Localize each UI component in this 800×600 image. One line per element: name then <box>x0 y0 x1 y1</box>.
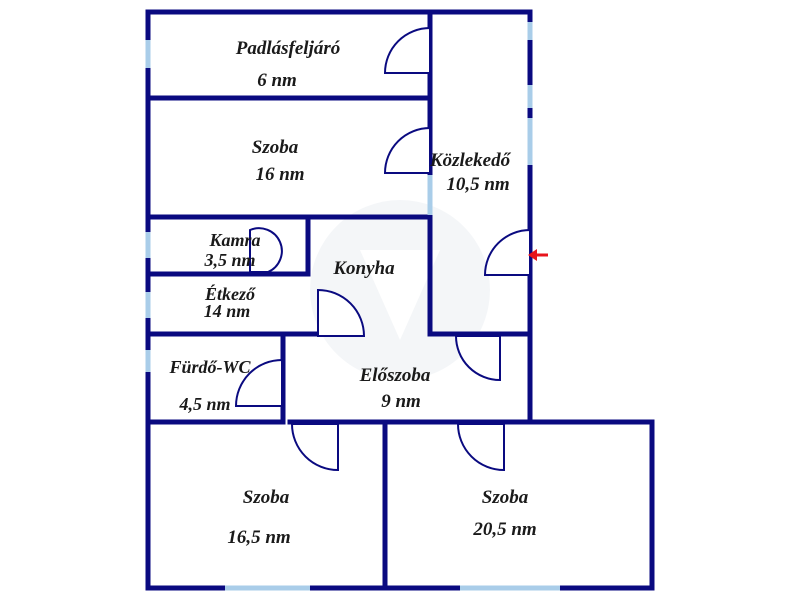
room-labels: Padlásfeljáró 6 nm Szoba 16 nm Közlekedő… <box>168 38 536 548</box>
doors <box>234 26 531 472</box>
door-konyha <box>317 288 366 337</box>
room-area: 6 nm <box>257 70 297 91</box>
room-name: Étkező <box>204 283 256 304</box>
door-padlas <box>383 26 431 74</box>
room-area: 3,5 nm <box>203 250 255 270</box>
room-name: Kamra <box>208 230 260 250</box>
room-area: 10,5 nm <box>446 174 509 195</box>
door-szoba-top <box>383 126 431 174</box>
room-name: Fürdő-WC <box>168 357 251 377</box>
room-area: 16 nm <box>255 164 304 185</box>
room-name: Előszoba <box>359 365 431 386</box>
room-area: 9 nm <box>381 391 421 412</box>
walls <box>145 9 655 591</box>
windows <box>145 22 560 591</box>
door-szoba-left <box>290 423 339 472</box>
door-szoba-right <box>456 423 505 472</box>
room-name: Konyha <box>332 258 395 279</box>
room-area: 4,5 nm <box>178 394 230 414</box>
door-furdo <box>234 358 283 407</box>
door-kozlekedo <box>454 335 501 382</box>
room-area: 16,5 nm <box>227 527 290 548</box>
room-area: 20,5 nm <box>472 519 536 540</box>
room-name: Közlekedő <box>429 150 512 171</box>
door-entrance <box>483 228 531 276</box>
room-name: Szoba <box>252 137 299 158</box>
room-area: 14 nm <box>204 301 251 321</box>
room-name: Szoba <box>243 487 290 508</box>
room-name: Padlásfeljáró <box>235 38 341 59</box>
entrance-arrow-icon <box>528 249 548 261</box>
door-kamra <box>249 227 283 273</box>
room-name: Szoba <box>482 487 529 508</box>
